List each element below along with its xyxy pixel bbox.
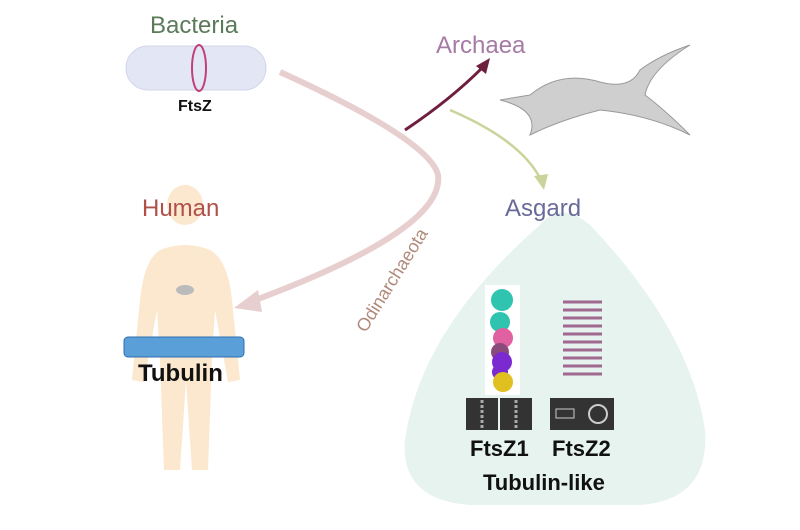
ftsz1-micrograph-1 [466, 398, 498, 430]
ftsz2-micrograph-2 [582, 398, 614, 430]
arrow-to-asgard [449, 108, 542, 179]
archaea-label: Archaea [436, 32, 526, 59]
asgard-label: Asgard [505, 195, 582, 222]
arrow-head-human [234, 290, 262, 312]
ftsz1-micrograph-2 [500, 398, 532, 430]
tubulin-label: Tubulin [138, 360, 223, 387]
asgard-region [404, 212, 706, 505]
ftsz1-label: FtsZ1 [470, 436, 529, 461]
human-organ [176, 285, 194, 295]
arrow-to-archaea [404, 66, 484, 132]
arrow-to-human [248, 69, 442, 305]
arrow-head-archaea [476, 58, 490, 74]
bacteria-label: Bacteria [150, 12, 239, 39]
ftsz-ring [191, 44, 207, 92]
ftsz2-coil [563, 300, 602, 376]
ftsz2-micrograph-1 [550, 398, 582, 430]
arrow-head-asgard [534, 174, 548, 190]
ftsz2-label: FtsZ2 [552, 436, 611, 461]
tubulin-like-label: Tubulin-like [483, 470, 605, 495]
archaea-cell [499, 44, 691, 137]
ftsz-label: FtsZ [178, 98, 212, 115]
human-body [132, 185, 240, 470]
tubulin-microtubule [123, 336, 245, 358]
bacteria-cell [125, 45, 267, 91]
human-label: Human [142, 195, 220, 222]
